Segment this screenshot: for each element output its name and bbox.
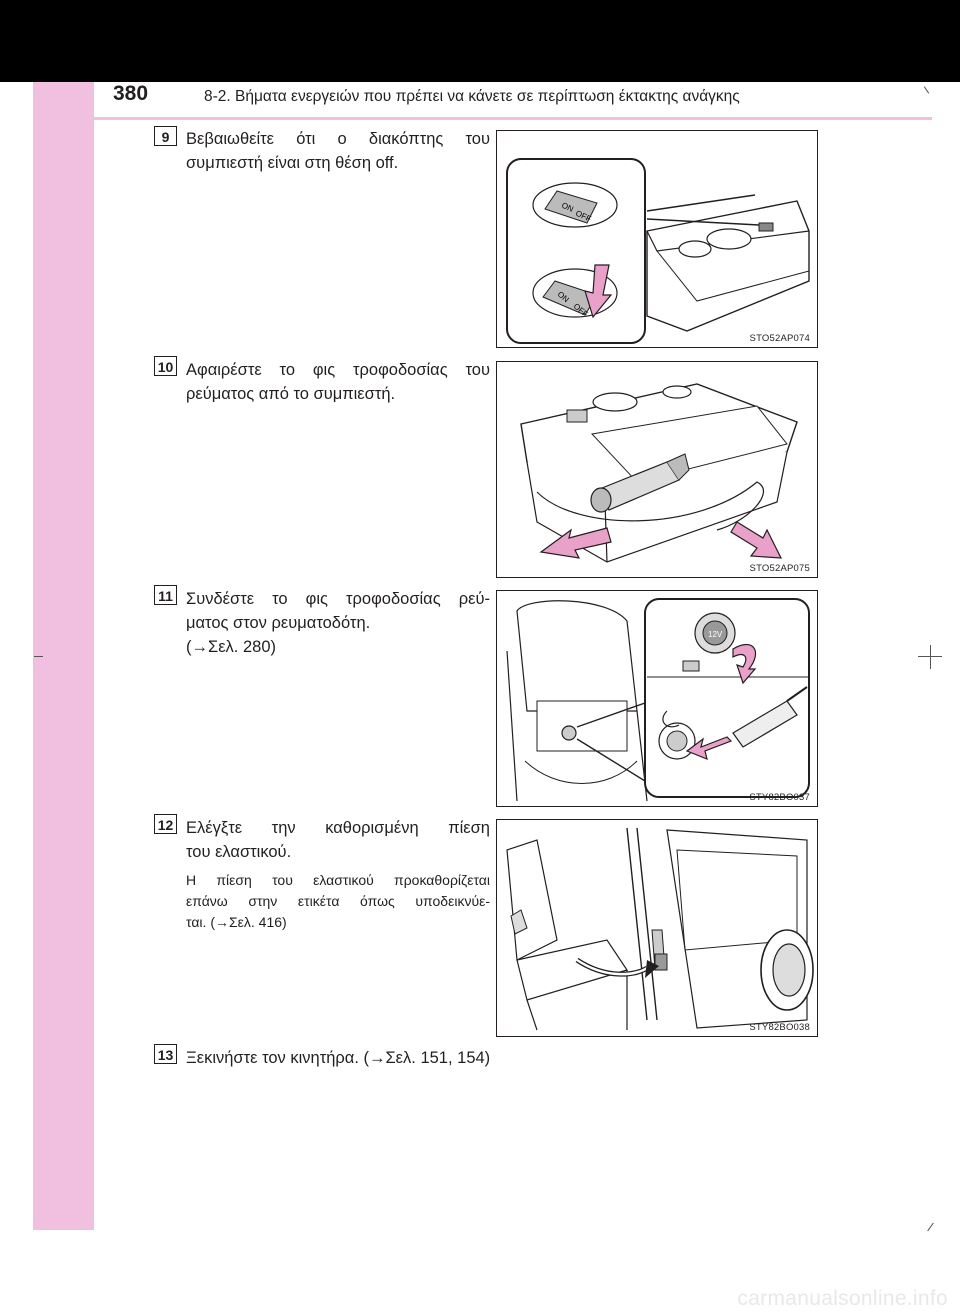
side-tab-strip: [33, 82, 94, 1230]
compressor-switch-illustration: ON OFF ON OFF STO52AP074: [496, 130, 818, 348]
door-pillar-drawing: [506, 827, 814, 1031]
text-line: ρεύματος από το συμπιεστή.: [186, 385, 396, 403]
step-instruction: Αφαιρέστε το φις τροφοδοσίας του ρεύματο…: [186, 358, 490, 406]
compressor-switch-drawing: ON OFF ON OFF: [506, 158, 810, 344]
text-line: του ελαστικού.: [186, 843, 292, 861]
tire-pressure-label-illustration: STY82BO038: [496, 819, 818, 1037]
figure-code: STY82BO038: [749, 1022, 810, 1033]
crop-mark: [923, 86, 930, 94]
text-line: Βεβαιωθείτε ότι ο διακόπτης του: [186, 130, 490, 148]
power-outlet-illustration: 12V STY82BO037: [496, 590, 818, 807]
outlet-label: 12V: [708, 630, 723, 639]
text-line: επάνω στην ετικέτα όπως υποδεικνύε-: [186, 893, 490, 909]
header-rule: [94, 117, 932, 120]
watermark: carmanualsonline.info: [737, 1287, 948, 1310]
text-line: (→Σελ. 280): [186, 638, 276, 656]
crop-mark: [918, 656, 942, 657]
step-number-badge: 12: [154, 814, 177, 834]
power-outlet-drawing: 12V: [506, 598, 810, 802]
text-line: Συνδέστε το φις τροφοδοσίας ρεύ-: [186, 590, 490, 608]
top-black-bar: [0, 0, 960, 82]
text-line: ται. (→Σελ. 416): [186, 914, 287, 930]
crop-mark: [927, 1222, 934, 1232]
step-instruction: Βεβαιωθείτε ότι ο διακόπτης του συμπιεστ…: [186, 127, 490, 175]
section-title: 8-2. Βήματα ενεργειών που πρέπει να κάνε…: [204, 88, 740, 105]
crop-mark: [34, 656, 43, 657]
crop-mark: [930, 645, 931, 669]
figure-code: STO52AP075: [749, 563, 810, 574]
power-plug-removal-illustration: STO52AP075: [496, 361, 818, 578]
step-number-badge: 11: [154, 585, 177, 605]
step-instruction: Συνδέστε το φις τροφοδοσίας ρεύ- ματος σ…: [186, 587, 490, 659]
step-instruction: Ξεκινήστε τον κινητήρα. (→Σελ. 151, 154): [186, 1046, 686, 1070]
step-instruction: Ελέγξτε την καθορισμένη πίεση του ελαστι…: [186, 816, 490, 864]
page-number: 380: [113, 82, 149, 105]
text-line: Ελέγξτε την καθορισμένη πίεση: [186, 819, 490, 837]
text-line: Αφαιρέστε το φις τροφοδοσίας του: [186, 361, 490, 379]
text-line: ματος στον ρευματοδότη.: [186, 614, 371, 632]
step-number-badge: 10: [154, 356, 177, 376]
text-line: Ξεκινήστε τον κινητήρα. (→Σελ. 151, 154): [186, 1049, 491, 1067]
step-note: Η πίεση του ελαστικού προκαθορίζεται επά…: [186, 870, 490, 933]
figure-code: STY82BO037: [749, 792, 810, 803]
plug-removal-drawing: [520, 383, 798, 563]
text-line: Η πίεση του ελαστικού προκαθορίζεται: [186, 872, 490, 888]
figure-code: STO52AP074: [749, 333, 810, 344]
step-number-badge: 9: [154, 126, 177, 146]
text-line: συμπιεστή είναι στη θέση off.: [186, 154, 399, 172]
step-number-badge: 13: [154, 1044, 177, 1064]
